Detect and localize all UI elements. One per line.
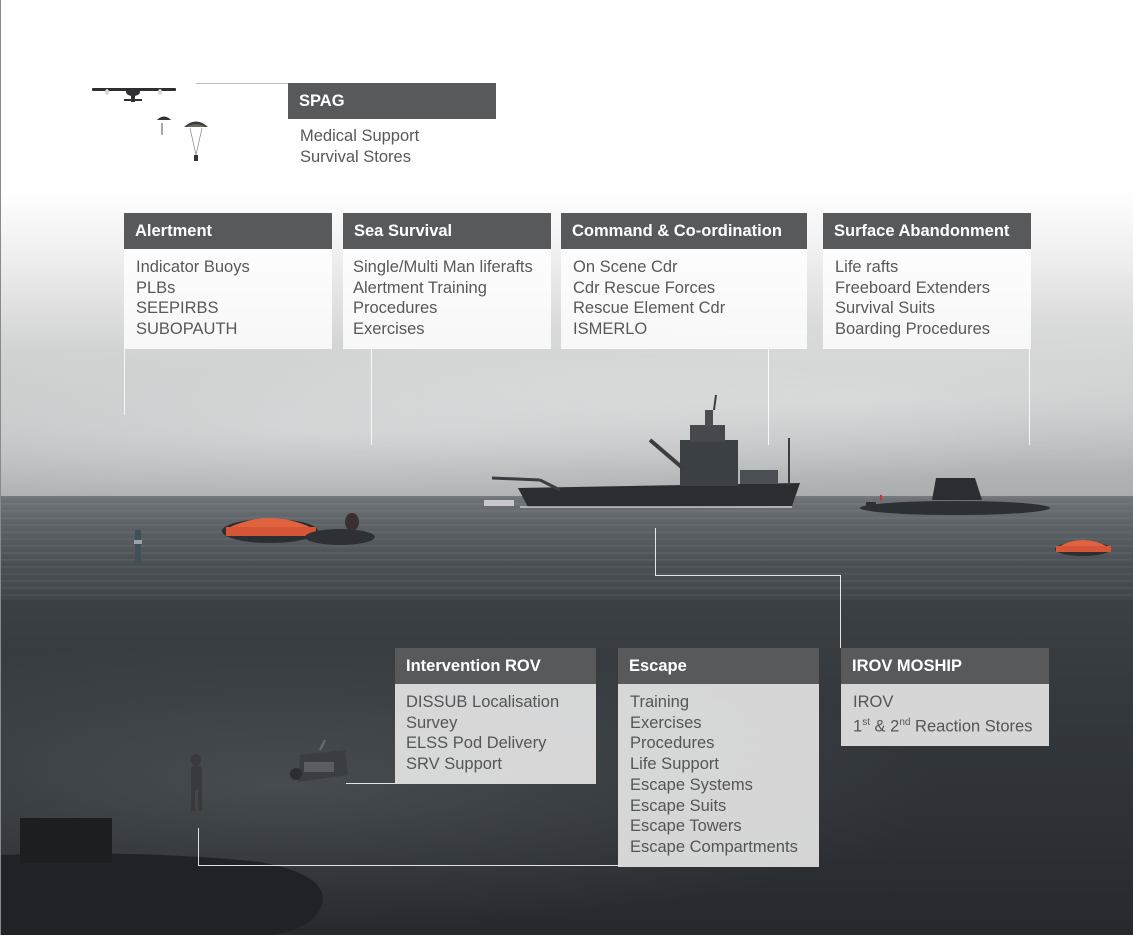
list-item: Alertment Training [353,278,487,297]
list-item: SRV Support [406,755,503,774]
connector-line [124,349,125,415]
list-item: 1st & 2nd Reaction Stores [853,713,1038,737]
list-item: Life Support [630,755,719,774]
submarine-icon [860,478,1050,515]
intervention-rov-title: Intervention ROV [395,648,596,684]
spag-title: SPAG [288,83,496,119]
connector-line [196,83,288,84]
alertment-title: Alertment [124,213,332,249]
connector-line [840,575,841,648]
list-item: Escape Suits [630,796,727,815]
connector-line [198,828,199,866]
buoy-icon [134,530,142,564]
escape-items: Training Exercises Procedures Life Suppo… [618,684,819,867]
rov-icon [290,739,348,782]
submarine-icon [0,818,323,937]
list-item: Procedures [353,299,438,318]
ordinal-suffix: st [862,716,870,728]
item-text: Reaction Stores [910,717,1033,736]
sea-survival-box: Sea Survival Single/Multi Man liferafts … [343,213,551,349]
list-item: Single/Multi Man liferafts [353,258,533,276]
parachute-icon [157,116,208,161]
list-item: Cdr Rescue Forces [573,278,716,297]
surface-abandonment-box: Surface Abandonment Life rafts Freeboard… [823,213,1031,349]
spag-box: SPAG Medical Support Survival Stores [288,83,496,176]
intervention-rov-items: DISSUB Localisation Survey ELSS Pod Deli… [395,684,596,784]
command-title: Command & Co-ordination [561,213,807,249]
connector-line [346,783,396,784]
list-item: Training [630,693,689,711]
ship-icon [484,394,800,508]
liferaft-icon [222,513,1111,556]
ordinal-number: 2 [890,717,900,736]
list-item: DISSUB Localisation [406,693,560,711]
list-item: Survival Stores [300,147,411,166]
list-item: Escape Compartments [630,837,798,856]
list-item: Medical Support [300,127,420,145]
diver-icon [191,754,202,811]
page-edge [0,0,1,937]
irov-moship-box: IROV MOSHIP IROV 1st & 2nd Reaction Stor… [841,648,1049,746]
list-item: SUBOPAUTH [136,320,238,339]
sea-survival-items: Single/Multi Man liferafts Alertment Tra… [343,249,551,349]
list-item: Rescue Element Cdr [573,299,726,318]
alertment-items: Indicator Buoys PLBs SEEPIRBS SUBOPAUTH [124,249,332,349]
list-item: Survival Suits [835,299,935,318]
irov-moship-title: IROV MOSHIP [841,648,1049,684]
list-item: Freeboard Extenders [835,278,991,297]
list-item: Escape Systems [630,775,753,794]
list-item: PLBs [136,278,176,297]
sea-survival-title: Sea Survival [343,213,551,249]
connector-line [655,575,841,576]
bottom-strip [0,935,1133,937]
cloud-band [0,330,1133,500]
list-item: Escape Towers [630,817,742,836]
conjunction: & [869,717,891,736]
list-item: Indicator Buoys [136,258,250,276]
ordinal-suffix: nd [899,716,911,728]
list-item: IROV [853,693,894,711]
list-item: Life rafts [835,258,899,276]
spag-items: Medical Support Survival Stores [288,119,496,176]
list-item: On Scene Cdr [573,258,678,276]
command-box: Command & Co-ordination On Scene Cdr Cdr… [561,213,807,349]
list-item: Boarding Procedures [835,320,991,339]
list-item: SEEPIRBS [136,299,219,318]
surface-abandonment-title: Surface Abandonment [823,213,1031,249]
alertment-box: Alertment Indicator Buoys PLBs SEEPIRBS … [124,213,332,349]
command-items: On Scene Cdr Cdr Rescue Forces Rescue El… [561,249,807,349]
connector-line [655,528,656,575]
list-item: Survey [406,713,458,732]
connector-line [371,349,372,445]
list-item: Exercises [353,320,425,339]
irov-moship-items: IROV 1st & 2nd Reaction Stores [841,684,1049,746]
escape-box: Escape Training Exercises Procedures Lif… [618,648,819,867]
list-item: Exercises [630,713,702,732]
connector-line [1029,349,1030,445]
list-item: ISMERLO [573,320,648,339]
list-item: ELSS Pod Delivery [406,734,547,753]
connector-line [768,349,769,445]
intervention-rov-box: Intervention ROV DISSUB Localisation Sur… [395,648,596,784]
list-item: Procedures [630,734,715,753]
aircraft-icon [92,88,176,102]
connector-line [198,865,619,866]
ordinal-number: 1 [853,717,863,736]
surface-abandonment-items: Life rafts Freeboard Extenders Survival … [823,249,1031,349]
escape-title: Escape [618,648,819,684]
